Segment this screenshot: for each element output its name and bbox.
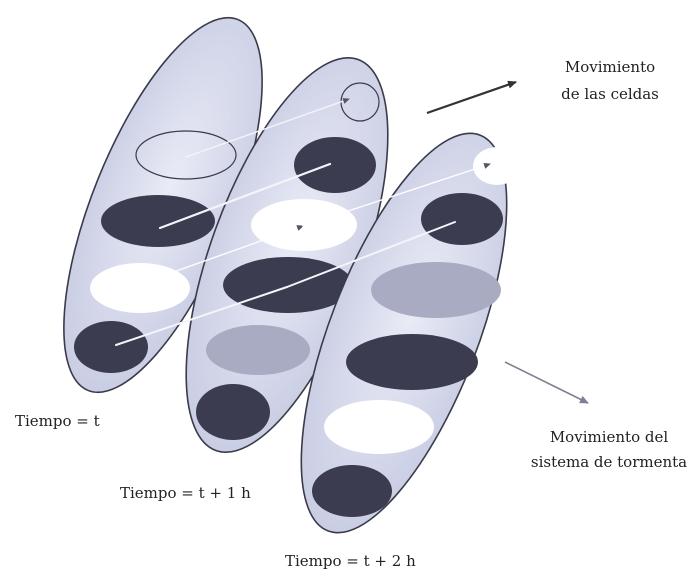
cell-dark <box>421 193 503 245</box>
cell-dark <box>346 334 478 390</box>
cell-dark <box>294 137 376 193</box>
time-label-t: Tiempo = t <box>15 412 100 430</box>
cell-dark <box>312 465 392 517</box>
cell-dark <box>196 384 270 440</box>
storm-motion-label-line1: Movimiento del <box>550 428 669 446</box>
cell-medium <box>371 262 501 318</box>
cell-dark <box>101 195 215 247</box>
cell-dark <box>74 321 148 373</box>
cell-white <box>90 263 190 313</box>
cell-white <box>473 147 521 185</box>
time-label-t-plus-2h: Tiempo = t + 2 h <box>285 552 416 570</box>
cell-white <box>324 400 434 454</box>
time-label-t-plus-1h: Tiempo = t + 1 h <box>120 484 251 502</box>
storm-motion-arrow <box>505 362 588 403</box>
cell-motion-arrow <box>427 82 516 113</box>
cell-dark <box>223 257 353 313</box>
cell-motion-label-line1: Movimiento <box>565 58 655 76</box>
cell-medium <box>206 325 310 375</box>
cell-motion-label-line2: de las celdas <box>561 85 659 103</box>
storm-motion-label-line2: sistema de tormenta <box>531 453 687 471</box>
